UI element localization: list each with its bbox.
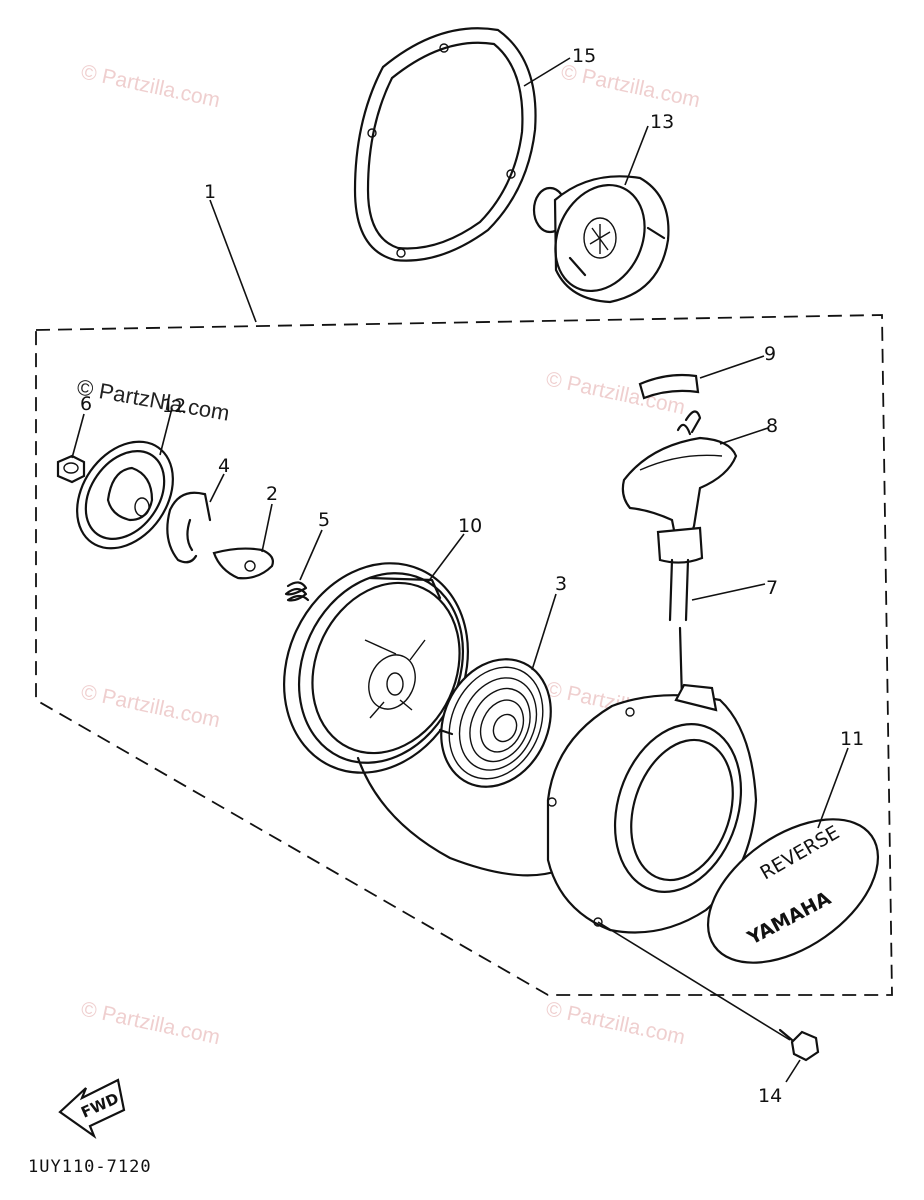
starter-case <box>546 683 758 934</box>
callout-3: 3 <box>555 573 567 595</box>
reverse-cover-11: REVERSE YAMAHA <box>706 818 880 964</box>
callout-5: 5 <box>318 509 330 531</box>
assembly-boundary <box>35 314 893 996</box>
watermark-main: © PartzNla.com <box>75 374 231 425</box>
leader-lines <box>71 57 849 1083</box>
callout-7: 7 <box>766 577 778 599</box>
callout-4: 4 <box>218 455 230 477</box>
pawl-2 <box>212 547 274 580</box>
handle-cap-9 <box>638 373 700 400</box>
watermark: © Partzilla.com <box>559 60 702 112</box>
callout-11: 11 <box>840 728 864 750</box>
callout-14: 14 <box>758 1085 782 1107</box>
watermark: © Partzilla.com <box>544 367 687 419</box>
callout-15: 15 <box>572 45 596 67</box>
spring-clip-4 <box>166 491 212 564</box>
diagram-code: 1UY110-7120 <box>28 1157 152 1177</box>
spring-5 <box>284 581 310 602</box>
watermark: © Partzilla.com <box>79 680 222 732</box>
bolt-14 <box>778 1028 820 1062</box>
starter-handle-8 <box>621 410 738 564</box>
nut-6 <box>56 454 86 484</box>
callout-13: 13 <box>650 111 674 133</box>
callout-2: 2 <box>266 483 278 505</box>
callout-8: 8 <box>766 415 778 437</box>
gasket-15 <box>353 27 537 262</box>
callout-9: 9 <box>764 343 776 365</box>
friction-plate-12 <box>76 440 174 550</box>
callout-labels: 1 2 3 4 5 6 7 8 9 10 11 12 13 14 15 <box>80 45 864 1107</box>
drive-pulley-13 <box>532 175 670 304</box>
watermark: © Partzilla.com <box>79 997 222 1049</box>
fwd-arrow: FWD <box>58 1078 126 1140</box>
callout-10: 10 <box>458 515 482 537</box>
callout-1: 1 <box>204 181 216 203</box>
watermark: © Partzilla.com <box>544 997 687 1049</box>
spiral-spring-3 <box>438 658 552 788</box>
watermark: © Partzilla.com <box>79 60 222 112</box>
callout-6: 6 <box>80 393 92 415</box>
callout-12: 12 <box>162 395 186 417</box>
